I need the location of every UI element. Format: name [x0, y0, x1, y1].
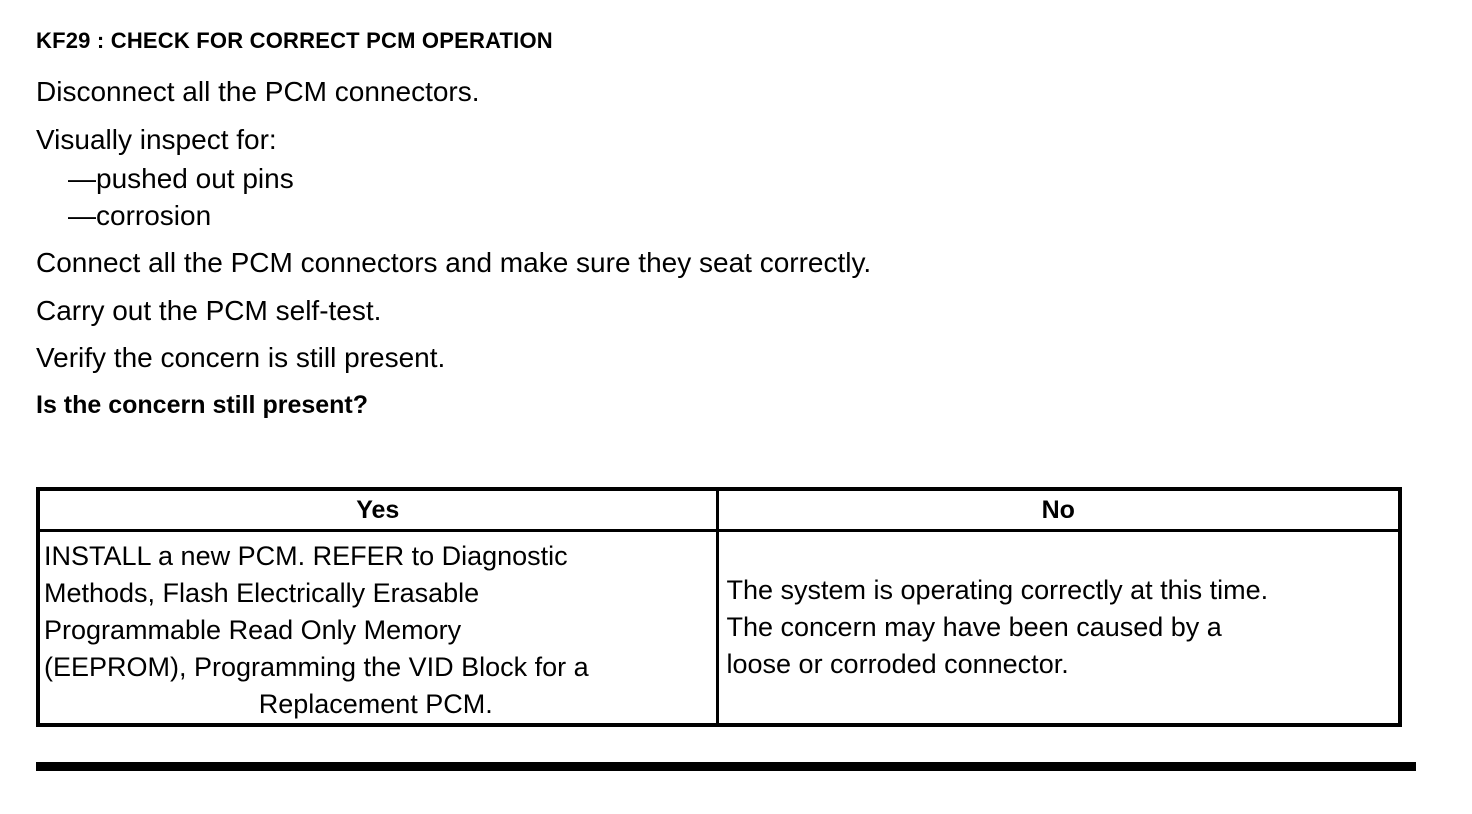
decision-cell-yes: INSTALL a new PCM. REFER to Diagnostic M… [36, 529, 719, 727]
procedure-bullet-pushed-out-pins: —pushed out pins [68, 163, 294, 194]
no-line-1: The system is operating correctly at thi… [726, 575, 1269, 605]
procedure-step-1: Disconnect all the PCM connectors. [36, 76, 480, 107]
column-header-no: No [715, 487, 1402, 532]
procedure-step-5: Verify the concern is still present. [36, 342, 446, 373]
table-row: INSTALL a new PCM. REFER to Diagnostic M… [36, 529, 1402, 727]
column-header-yes: Yes [36, 487, 719, 532]
yes-line-2: Methods, Flash Electrically Erasable [44, 578, 480, 608]
decision-cell-no: The system is operating correctly at thi… [715, 529, 1402, 727]
yes-line-3: Programmable Read Only Memory [44, 615, 462, 645]
procedure-step-3: Connect all the PCM connectors and make … [36, 247, 872, 278]
footer-divider [36, 762, 1416, 771]
procedure-step-4: Carry out the PCM self-test. [36, 295, 382, 326]
page-title: KF29 : CHECK FOR CORRECT PCM OPERATION [36, 28, 553, 53]
decision-table-header-row: Yes No [36, 487, 1402, 532]
decision-question: Is the concern still present? [36, 391, 369, 419]
yes-line-1: INSTALL a new PCM. REFER to Diagnostic [44, 541, 568, 571]
procedure-step-2: Visually inspect for: [36, 124, 277, 155]
yes-line-4: (EEPROM), Programming the VID Block for … [44, 652, 589, 682]
decision-table: Yes No INSTALL a new PCM. REFER to Diagn… [36, 487, 1402, 727]
no-line-2: The concern may have been caused by a [726, 612, 1222, 642]
yes-line-5: Replacement PCM. [258, 689, 493, 719]
procedure-bullet-corrosion: —corrosion [68, 200, 212, 231]
no-line-3: loose or corroded connector. [726, 649, 1069, 679]
